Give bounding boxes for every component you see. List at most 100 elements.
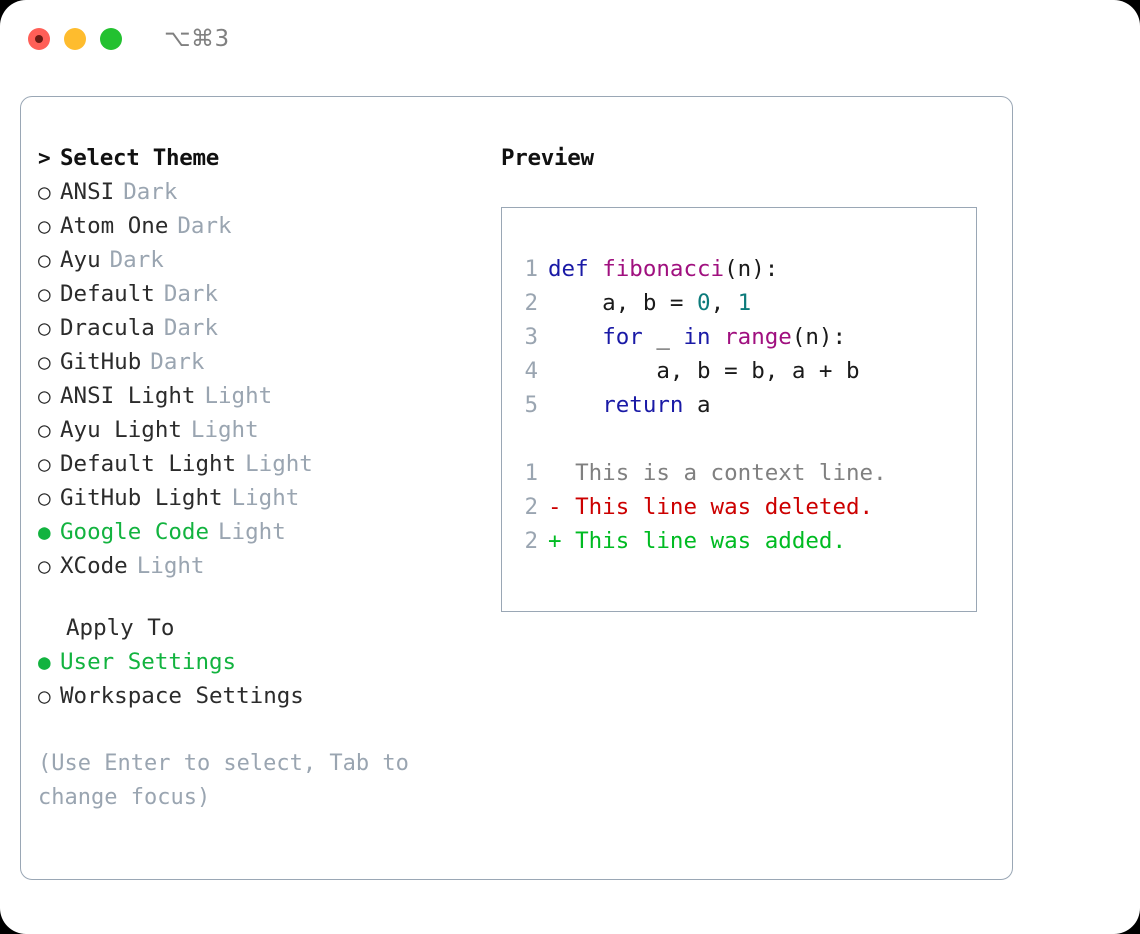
radio-unselected-icon[interactable]: ○ bbox=[38, 384, 51, 408]
radio-unselected-icon[interactable]: ○ bbox=[38, 316, 51, 340]
preview-title: Preview bbox=[501, 145, 594, 171]
apply-to-title: Apply To bbox=[66, 615, 175, 641]
theme-variant-tag: Light bbox=[245, 451, 313, 477]
maximize-button[interactable] bbox=[100, 28, 122, 50]
code-token: a, b = b, a + b bbox=[548, 358, 860, 384]
code-token: in bbox=[683, 324, 711, 350]
radio-unselected-icon[interactable]: ○ bbox=[38, 418, 51, 442]
radio-selected-icon[interactable]: ● bbox=[38, 520, 51, 544]
theme-variant-tag: Dark bbox=[150, 349, 205, 375]
close-button[interactable] bbox=[28, 28, 50, 50]
line-number: 3 bbox=[524, 324, 538, 350]
theme-variant-tag: Dark bbox=[123, 179, 178, 205]
code-line: 2 a, b = 0, 1 bbox=[502, 286, 976, 320]
theme-name: Ayu Light bbox=[60, 417, 182, 443]
line-number: 5 bbox=[524, 392, 538, 418]
theme-list-item[interactable]: ○ Default Light Light bbox=[38, 451, 468, 485]
radio-unselected-icon[interactable]: ○ bbox=[38, 282, 51, 306]
theme-variant-tag: Light bbox=[136, 553, 205, 579]
theme-list-item[interactable]: ○ GitHub Dark bbox=[38, 349, 468, 383]
radio-unselected-icon[interactable]: ○ bbox=[38, 214, 51, 238]
diff-line-text: This line was added. bbox=[561, 528, 847, 554]
minimize-button[interactable] bbox=[64, 28, 86, 50]
page-title: Select Theme bbox=[60, 145, 219, 171]
theme-variant-tag: Light bbox=[218, 519, 286, 545]
apply-to-list[interactable]: ●User Settings○ Workspace Settings bbox=[38, 649, 468, 717]
code-line-text: a, b = b, a + b bbox=[548, 354, 860, 388]
keyboard-hint-text: (Use Enter to select, Tab to change focu… bbox=[38, 751, 423, 810]
theme-variant-tag: Dark bbox=[163, 281, 219, 307]
window-titlebar: ⌥⌘3 bbox=[0, 0, 1140, 78]
theme-list-item[interactable]: ○ Ayu Dark bbox=[38, 247, 468, 281]
select-theme-header: >Select Theme bbox=[38, 145, 468, 179]
theme-list-item[interactable]: ○ ANSI Dark bbox=[38, 179, 468, 213]
diff-line-text: This line was deleted. bbox=[561, 494, 874, 520]
radio-unselected-icon[interactable]: ○ bbox=[38, 684, 51, 708]
code-line: 5 return a bbox=[502, 388, 976, 422]
diff-line: 2- This line was deleted. bbox=[502, 490, 976, 524]
code-token: 0 bbox=[697, 290, 711, 316]
theme-name: Default Light bbox=[60, 451, 237, 477]
apply-to-label: Workspace Settings bbox=[60, 683, 304, 709]
line-number: 2 bbox=[524, 494, 538, 520]
line-number: 2 bbox=[524, 528, 538, 554]
code-token: fibonacci bbox=[602, 256, 725, 282]
theme-name: Dracula bbox=[60, 315, 155, 341]
code-token: a, b = bbox=[548, 290, 698, 316]
code-line: 4 a, b = b, a + b bbox=[502, 354, 976, 388]
theme-list-item[interactable]: ○ Ayu Light Light bbox=[38, 417, 468, 451]
code-token: (n): bbox=[724, 256, 779, 282]
line-number: 4 bbox=[524, 358, 538, 384]
apply-to-option[interactable]: ●User Settings bbox=[38, 649, 468, 683]
radio-unselected-icon[interactable]: ○ bbox=[38, 350, 51, 374]
theme-variant-tag: Dark bbox=[109, 247, 164, 273]
theme-name: GitHub Light bbox=[60, 485, 223, 511]
radio-selected-icon[interactable]: ● bbox=[38, 650, 51, 674]
code-token: 1 bbox=[737, 290, 752, 316]
theme-name: Ayu bbox=[60, 247, 101, 273]
radio-unselected-icon[interactable]: ○ bbox=[38, 248, 51, 272]
diff-line: 1 This is a context line. bbox=[502, 456, 976, 490]
line-number: 1 bbox=[524, 460, 538, 486]
diff-marker bbox=[548, 456, 562, 490]
code-token: , bbox=[710, 290, 738, 316]
code-line-text: for _ in range(n): bbox=[548, 320, 846, 354]
apply-to-option[interactable]: ○ Workspace Settings bbox=[38, 683, 468, 717]
diff-marker: + bbox=[548, 528, 562, 554]
window-controls bbox=[28, 28, 122, 50]
code-token: _ bbox=[642, 324, 684, 350]
code-token: def bbox=[548, 256, 589, 282]
code-line-text: def fibonacci(n): bbox=[548, 252, 778, 286]
code-diff-spacer bbox=[502, 422, 976, 456]
theme-name: Atom One bbox=[60, 213, 169, 239]
line-number: 2 bbox=[524, 290, 538, 316]
code-token bbox=[548, 392, 602, 418]
code-token bbox=[711, 324, 725, 350]
code-token: (n): bbox=[791, 324, 847, 350]
theme-name: XCode bbox=[60, 553, 128, 579]
radio-unselected-icon[interactable]: ○ bbox=[38, 486, 51, 510]
theme-list-item[interactable]: ○ XCode Light bbox=[38, 553, 468, 587]
window-shortcut-label: ⌥⌘3 bbox=[164, 26, 230, 52]
theme-variant-tag: Light bbox=[190, 417, 259, 443]
theme-name: ANSI bbox=[60, 179, 115, 205]
code-token: a bbox=[683, 392, 711, 418]
theme-name: GitHub bbox=[60, 349, 142, 375]
radio-unselected-icon[interactable]: ○ bbox=[38, 554, 51, 578]
radio-unselected-icon[interactable]: ○ bbox=[38, 452, 51, 476]
radio-unselected-icon[interactable]: ○ bbox=[38, 180, 51, 204]
